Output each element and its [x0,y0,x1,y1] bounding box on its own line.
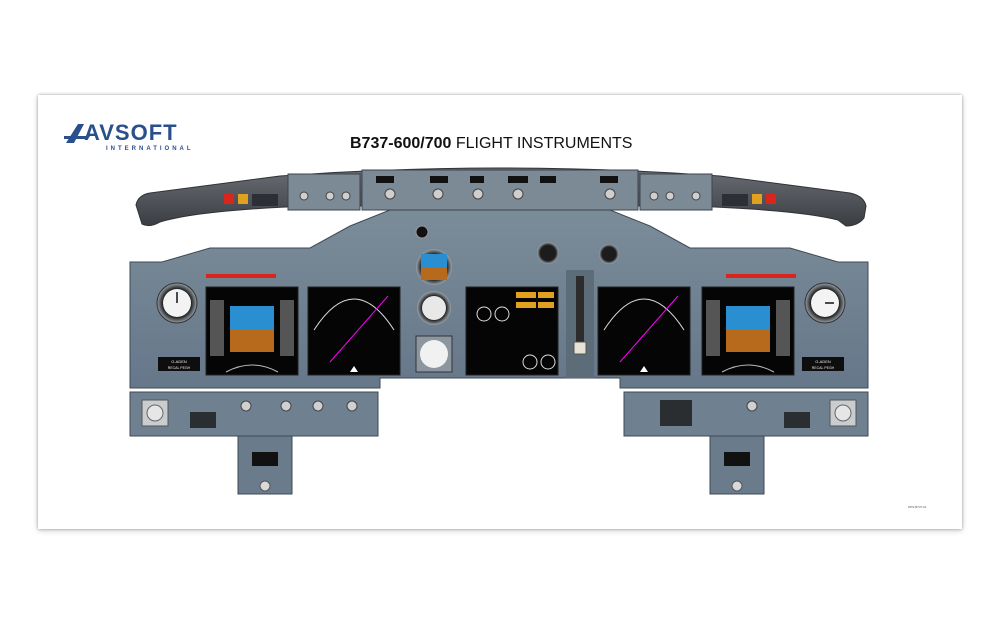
avsoft-logo: AVSOFT INTERNATIONAL [64,120,194,154]
page-title: B737-600/700 FLIGHT INSTRUMENTS [350,135,650,153]
right-nd-aircraft-symbol [640,366,648,372]
lower-unit-screen [724,452,750,466]
upper-engine-display [465,286,559,376]
knob-icon[interactable] [299,191,309,201]
left-nd-display [307,286,401,376]
right-pfd-speed-tape [706,300,720,356]
mcp-speed-window [430,176,448,183]
lower-unit-screen [252,452,278,466]
knob-icon[interactable] [280,400,292,412]
knob-icon[interactable] [312,400,324,412]
knob-icon[interactable] [649,191,659,201]
right-nd-compass-arc [603,298,685,331]
mode-control-panel [361,169,639,211]
annunciator-left [252,194,278,206]
right-warning-strip [726,274,796,278]
left-info-sub: RECAL PEGH [168,366,191,370]
lower-left-panel [129,391,379,437]
knob-icon[interactable] [731,480,743,492]
eicas-gauge [522,354,538,370]
knob-icon[interactable] [259,480,271,492]
eicas-alert-2 [538,292,554,298]
eicas-gauge [494,306,510,322]
eicas-gauge [540,354,556,370]
knob-icon[interactable] [691,191,701,201]
knob-icon[interactable] [432,188,444,200]
eicas-alert-4 [538,302,554,308]
title-rest: FLIGHT INSTRUMENTS [451,135,633,152]
right-nd-display [597,286,691,376]
eicas-alert-1 [516,292,536,298]
left-pfd-heading-arc [225,364,279,373]
brand-subtitle: INTERNATIONAL [106,146,194,152]
knob-icon[interactable] [341,191,351,201]
eicas-gauge [476,306,492,322]
knob-icon[interactable] [240,400,252,412]
left-info-box [158,357,200,371]
master-caution-light-left[interactable] [238,194,248,204]
annunciator-right [722,194,748,206]
right-info-label: G-ADEN [815,359,831,364]
title-model: B737-600/700 [350,135,452,152]
knob-icon[interactable] [604,188,616,200]
right-pfd-ground [726,330,770,352]
left-switch-block[interactable] [190,412,216,428]
right-info-box [802,357,844,371]
airspeed-face [422,296,446,320]
brake-pressure-gauge-icon [537,242,559,264]
knob-icon[interactable] [325,191,335,201]
altimeter-face [420,340,448,368]
knob-icon[interactable] [665,191,675,201]
right-pfd-heading-arc [721,364,775,373]
right-nd-route [619,295,679,363]
landing-gear-lever-icon[interactable] [576,276,584,348]
mcp-altitude-window [508,176,528,183]
mcp-course-right-window [600,176,618,183]
standby-attitude-ground [421,267,447,280]
left-info-label: G-ADEN [171,359,187,364]
master-caution-light-right[interactable] [752,194,762,204]
mcp-vs-window [540,176,556,183]
left-pfd-speed-tape [210,300,224,356]
knob-icon[interactable] [512,188,524,200]
knob-icon[interactable] [472,188,484,200]
fire-warning-light-right[interactable] [766,194,776,204]
standby-compass-icon [415,225,429,239]
knob-icon[interactable] [384,188,396,200]
right-pfd-alt-tape [776,300,790,356]
mcp-course-window [376,176,394,183]
left-pfd-sky [230,306,274,330]
flap-gauge-icon [599,244,619,264]
left-nd-compass-arc [313,298,395,331]
left-nd-aircraft-symbol [350,366,358,372]
left-nd-route [329,295,389,363]
right-pfd-sky [726,306,770,330]
standby-attitude-sky [421,254,447,267]
right-info-sub: RECAL PEGH [812,366,835,370]
right-switch-block[interactable] [660,400,692,426]
right-switch-block-2[interactable] [784,412,810,428]
left-warning-strip [206,274,276,278]
efis-control-right [639,173,713,211]
knob-icon[interactable] [146,404,164,422]
mcp-heading-window [470,176,484,183]
knob-icon[interactable] [746,400,758,412]
landing-gear-handle[interactable] [573,341,587,355]
fire-warning-light-left[interactable] [224,194,234,204]
left-pfd-ground [230,330,274,352]
eicas-alert-3 [516,302,536,308]
left-pfd-alt-tape [280,300,294,356]
knob-icon[interactable] [834,404,852,422]
brand-name: AVSOFT [84,120,178,145]
knob-icon[interactable] [346,400,358,412]
document-code: DPS-B737-01 [908,505,927,509]
avsoft-logo-mark-icon [64,124,90,143]
right-oxygen-mask-box[interactable] [829,399,857,427]
efis-control-left [287,173,361,211]
